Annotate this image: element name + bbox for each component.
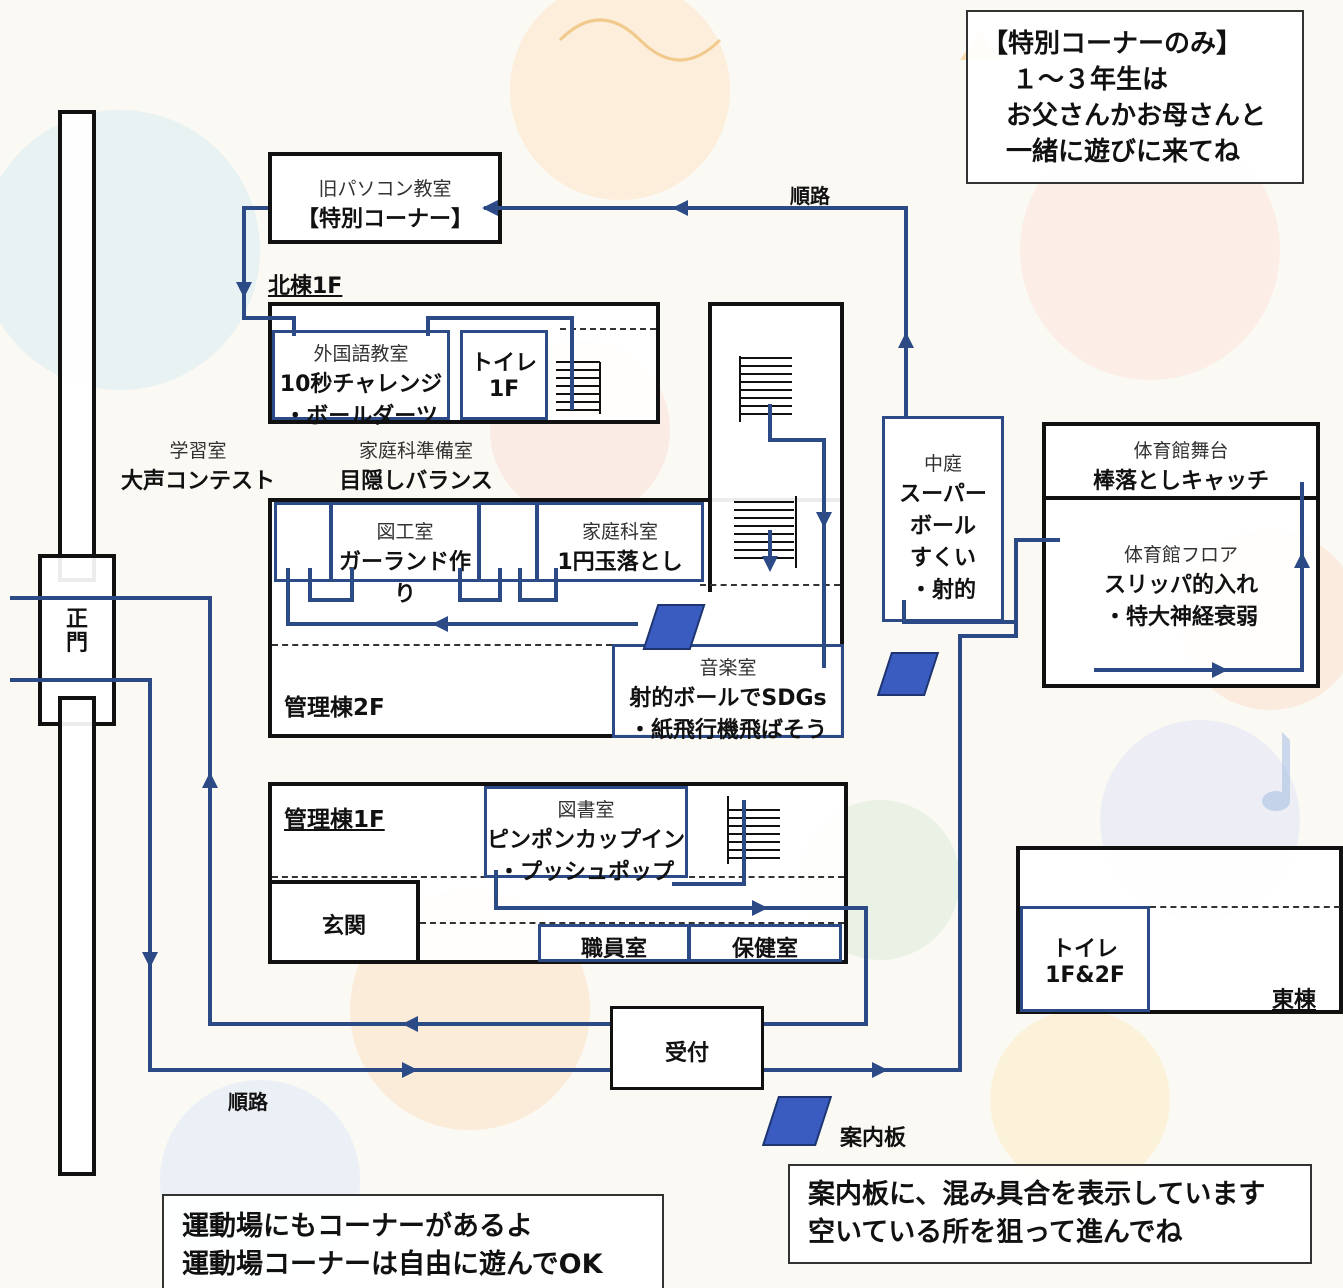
- gate-wall-north: [58, 110, 96, 582]
- gym-stage[interactable]: 体育館舞台 棒落としキャッチ: [1092, 440, 1269, 494]
- note-line: 空いている所を狙って進んでね: [808, 1217, 1183, 1248]
- note-line: 運動場にもコーナーがあるよ: [182, 1211, 533, 1242]
- main-gate-label: 正門: [65, 607, 88, 656]
- home-prep-room[interactable]: [478, 502, 538, 582]
- route-label-top: 順路: [790, 184, 830, 208]
- event-name: ・紙飛行機飛ばそう: [628, 718, 827, 743]
- library[interactable]: 図書室 ピンポンカップイン ・プッシュポップ: [484, 786, 688, 885]
- courtyard[interactable]: 中庭 スーパー ボール すくい ・射的: [882, 416, 1004, 622]
- toilet-label: トイレ: [470, 351, 537, 376]
- event-name: 10秒チャレンジ: [279, 372, 443, 397]
- route-label-bottom: 順路: [228, 1090, 268, 1114]
- room-name: 図工室: [376, 521, 434, 543]
- event-name: ・ボールダーツ: [284, 404, 438, 429]
- event-name: ・プッシュポップ: [497, 860, 674, 885]
- note-line: 一緒に遊びに来てね: [1006, 137, 1241, 167]
- nurse-room[interactable]: 保健室: [688, 924, 842, 962]
- room-name: 音楽室: [699, 657, 757, 679]
- stairs-admin-1f-icon: [727, 796, 780, 864]
- entrance[interactable]: 玄関: [268, 880, 420, 964]
- admin-1f-label: 管理棟1F: [284, 807, 385, 833]
- reception[interactable]: 受付: [610, 1006, 764, 1090]
- admin-2f-corridor-line: [700, 584, 840, 586]
- toilet-east[interactable]: トイレ 1F&2F: [1020, 906, 1150, 1012]
- event-name: ボール: [909, 514, 976, 539]
- home-ec-room[interactable]: 家庭科室 1円玉落とし: [536, 502, 704, 582]
- note-line: 運動場コーナーは自由に遊んでOK: [182, 1249, 603, 1280]
- toilet-floor: 1F&2F: [1045, 963, 1125, 988]
- home-prep-room-label: 家庭科準備室 目隠しバランス: [339, 440, 493, 494]
- event-name: ピンポンカップイン: [487, 828, 686, 853]
- old-pc-room[interactable]: 旧パソコン教室 【特別コーナー】: [268, 152, 502, 244]
- room-name: 受付: [664, 1041, 709, 1066]
- note-line: 案内板に、混み具合を表示しています: [808, 1179, 1266, 1210]
- music-room[interactable]: 音楽室 射的ボールでSDGs ・紙飛行機飛ばそう: [612, 644, 844, 743]
- toilet-label: トイレ: [1051, 937, 1118, 962]
- gate-wall-south: [58, 696, 96, 1176]
- east-building-label: 東棟: [1272, 988, 1317, 1013]
- note-line: １～３年生は: [1012, 65, 1169, 95]
- north-building-corridor-line: [560, 328, 656, 330]
- room-name: 保健室: [731, 937, 798, 962]
- stairs-tower-lower-icon: [734, 496, 797, 568]
- room-name: 旧パソコン教室: [318, 178, 452, 200]
- guide-board-note: 案内板に、混み具合を表示しています 空いている所を狙って進んでね: [788, 1164, 1312, 1264]
- gym-stage-edge: [1046, 496, 1316, 500]
- study-room[interactable]: [274, 502, 332, 582]
- north-building-label: 北棟1F: [268, 274, 343, 299]
- room-name: 家庭科室: [581, 521, 658, 543]
- event-name: ・射的: [909, 578, 976, 603]
- east-building-corridor-line: [1150, 906, 1340, 908]
- gym-floor[interactable]: 体育館フロア スリッパ的入れ ・特大神経衰弱: [1103, 544, 1258, 630]
- admin-2f-label: 管理棟2F: [284, 695, 385, 721]
- guide-board-label: 案内板: [840, 1126, 907, 1151]
- toilet-north[interactable]: トイレ 1F: [460, 330, 548, 420]
- note-line: お父さんかお母さんと: [1006, 101, 1267, 131]
- note-line: 【特別コーナーのみ】: [982, 29, 1243, 59]
- event-name: ガーランド作り: [338, 550, 471, 607]
- study-room-label: 学習室 大声コンテスト: [120, 440, 275, 494]
- admin-2f-corridor-line: [272, 644, 612, 646]
- event-name: 射的ボールでSDGs: [629, 686, 827, 711]
- art-room[interactable]: 図工室 ガーランド作り: [330, 502, 480, 607]
- playground-note: 運動場にもコーナーがあるよ 運動場コーナーは自由に遊んでOK: [162, 1194, 664, 1288]
- event-name: 1円玉落とし: [557, 550, 683, 575]
- event-name: すくい: [909, 546, 976, 571]
- foreign-language-room[interactable]: 外国語教室 10秒チャレンジ ・ボールダーツ: [272, 330, 450, 429]
- toilet-floor: 1F: [488, 377, 520, 402]
- staff-room[interactable]: 職員室: [538, 924, 690, 962]
- room-name: 玄関: [321, 914, 366, 939]
- room-name: 中庭: [923, 453, 962, 475]
- stairs-tower-upper-icon: [739, 356, 792, 422]
- event-name: スーパー: [899, 482, 987, 507]
- room-name: 外国語教室: [313, 343, 409, 365]
- event-name: 【特別コーナー】: [296, 207, 473, 232]
- room-name: 図書室: [557, 799, 615, 821]
- special-corner-note: 【特別コーナーのみ】 １～３年生は お父さんかお母さんと 一緒に遊びに来てね: [966, 10, 1304, 184]
- stairs-north-icon: [556, 361, 601, 414]
- room-name: 職員室: [580, 937, 647, 962]
